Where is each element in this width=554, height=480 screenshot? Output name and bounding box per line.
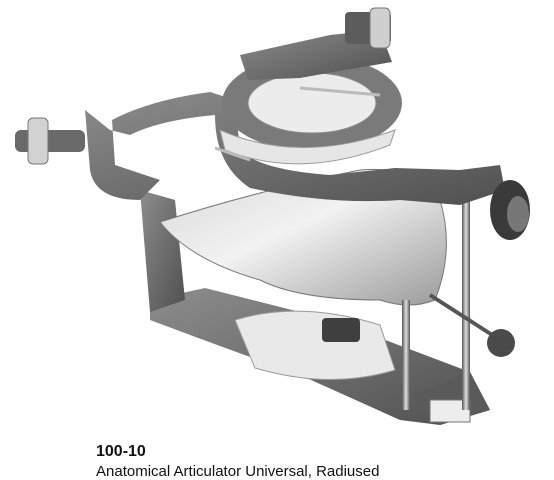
- condylar-adjustment-knobs: [15, 7, 530, 240]
- incisal-pin: [402, 195, 515, 410]
- product-caption: Anatomical Articulator Universal, Radius…: [96, 463, 380, 480]
- product-code: 100-10: [96, 443, 146, 460]
- articulator-base: [150, 288, 490, 425]
- rear-column: [140, 190, 185, 312]
- upper-arm-frame: [85, 30, 505, 205]
